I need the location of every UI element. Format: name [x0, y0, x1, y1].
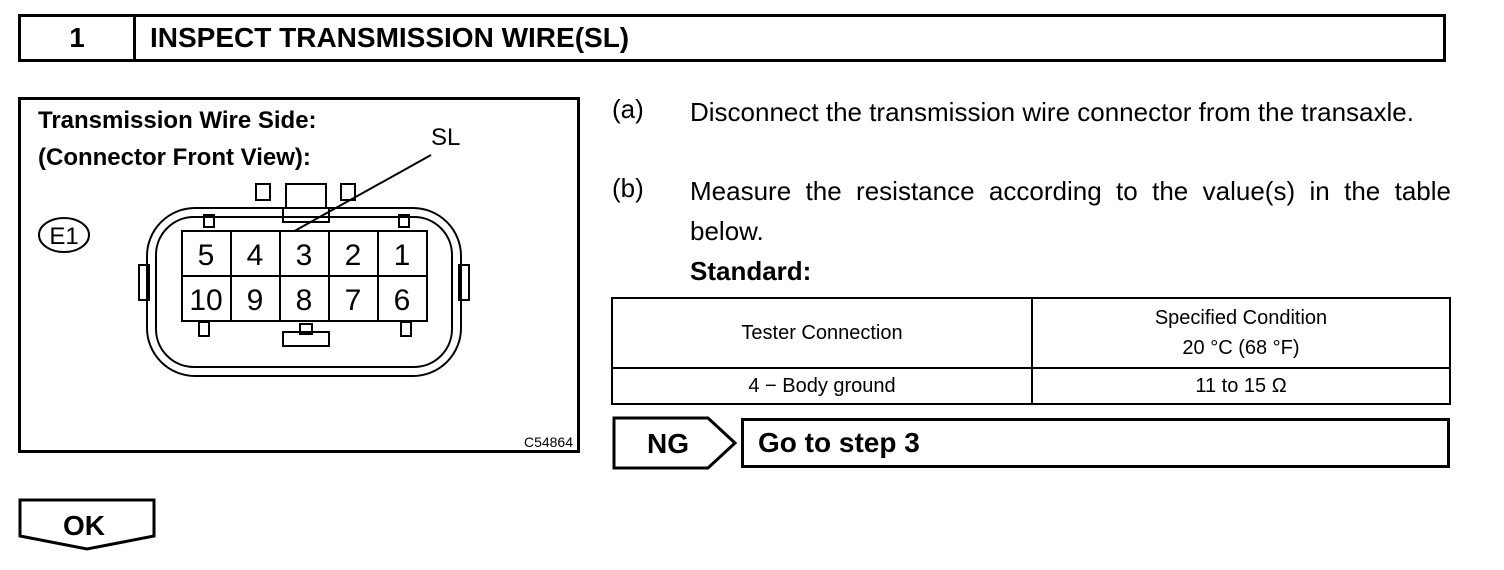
ok-result: OK: [18, 498, 158, 557]
top-latch: [282, 207, 330, 223]
connector-id-ellipse: [38, 217, 90, 253]
header-specified-condition-line2: 20 °C (68 °F): [1182, 337, 1300, 359]
pin-number: 10: [189, 284, 222, 317]
pin-number: 1: [394, 239, 411, 272]
right-tab: [458, 264, 470, 301]
connector-diagram: Transmission Wire Side: (Connector Front…: [18, 97, 580, 453]
connector-id-badge: E1: [38, 217, 90, 253]
connector-illustration: Transmission Wire Side: (Connector Front…: [38, 107, 573, 450]
step-number: 1: [21, 17, 136, 59]
header-tester-connection: Tester Connection: [611, 297, 1033, 369]
pin-number: 5: [198, 239, 215, 272]
connector-id-text: E1: [49, 223, 78, 250]
top-rib-left: [203, 214, 215, 228]
pin-number: 7: [345, 284, 362, 317]
top-key: [285, 183, 327, 209]
connector-housing: [138, 183, 470, 377]
ng-result: NG: [612, 416, 738, 475]
top-rib-right: [398, 214, 410, 228]
ok-arrow-shape: [18, 498, 156, 551]
bottom-notch-right: [400, 321, 412, 337]
header-specified-condition-line1: Specified Condition: [1154, 307, 1328, 329]
header-specified-condition: Specified Condition 20 °C (68 °F): [1031, 297, 1451, 369]
spec-table: Tester Connection Specified Condition 20…: [611, 297, 1451, 405]
diagram-heading-line2: (Connector Front View):: [38, 144, 311, 171]
figure-code: C54864: [524, 434, 573, 450]
pin-number: 8: [296, 284, 313, 317]
step-header: 1 INSPECT TRANSMISSION WIRE(SL): [18, 14, 1446, 62]
pin-number: 6: [394, 284, 411, 317]
bottom-latch-tip: [299, 323, 313, 335]
ng-arrow-shape: [612, 416, 738, 470]
bottom-latch: [282, 331, 330, 347]
cell-specified-condition: 11 to 15 Ω: [1031, 367, 1451, 405]
terminal-sl-label: SL: [431, 124, 460, 151]
left-tab: [138, 264, 150, 301]
diagram-heading-line1: Transmission Wire Side:: [38, 107, 317, 134]
ng-action-text: Go to step 3: [758, 427, 920, 458]
ng-label: NG: [647, 428, 689, 459]
cell-tester-connection: 4 − Body ground: [611, 367, 1033, 405]
instruction-a-letter: (a): [612, 94, 644, 124]
pin-number: 4: [247, 239, 264, 272]
instruction-b-letter: (b): [612, 173, 644, 203]
pin-number: 9: [247, 284, 264, 317]
ok-label: OK: [63, 510, 105, 541]
step-title: INSPECT TRANSMISSION WIRE(SL): [150, 22, 630, 53]
pin-number: 3: [296, 239, 313, 272]
inner-shell: [155, 216, 453, 368]
ng-arrow-box: NG: [612, 416, 738, 470]
instruction-b-text: Measure the resistance according to the …: [690, 176, 1451, 246]
pin-number: 2: [345, 239, 362, 272]
top-notch-right: [340, 183, 356, 201]
pin-grid: 5 4 3 2 1 10 9 8 7 6: [181, 230, 428, 322]
table-row: 4 − Body ground 11 to 15 Ω: [611, 367, 1451, 405]
instruction-a-text: Disconnect the transmission wire connect…: [690, 97, 1414, 127]
top-notch-left: [255, 183, 271, 201]
bottom-notch-left: [198, 321, 210, 337]
ng-action: Go to step 3: [741, 418, 1450, 468]
ok-arrow-box: OK: [18, 498, 156, 551]
standard-label: Standard:: [690, 256, 812, 286]
